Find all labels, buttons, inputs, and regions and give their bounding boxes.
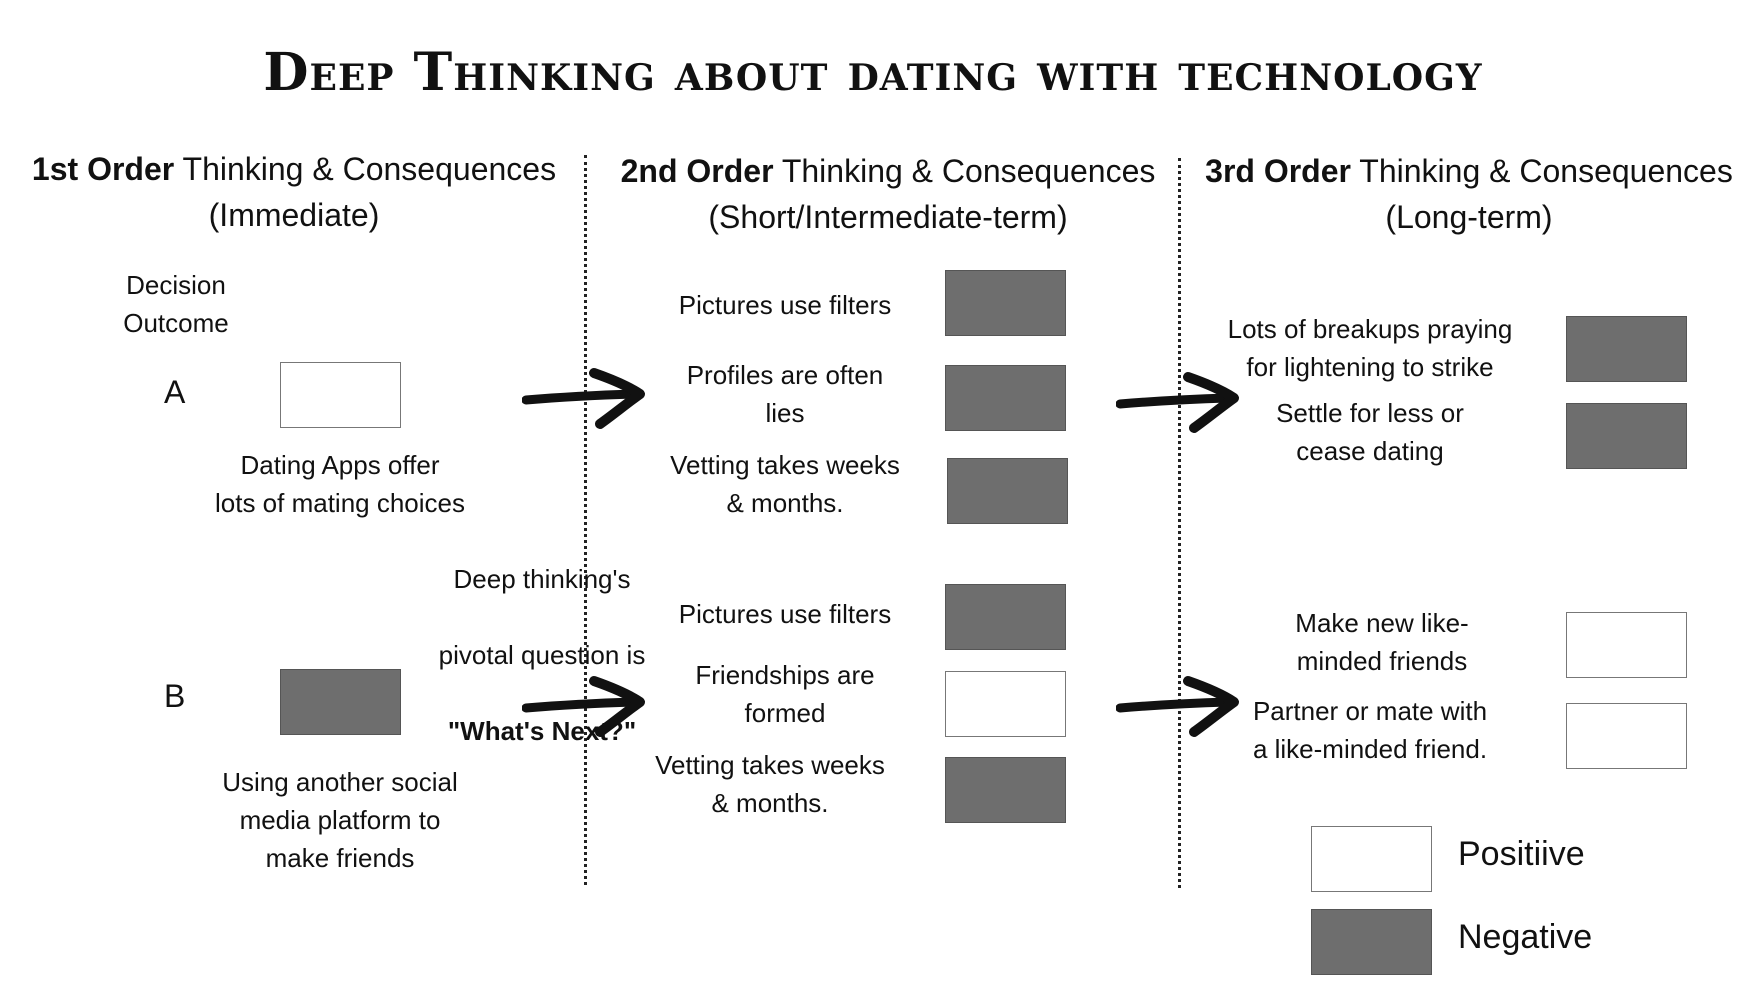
- arrow-a-to-third-order: [1116, 368, 1241, 434]
- column-rest-label: Thinking & Consequences: [773, 153, 1156, 189]
- column-header-2nd-order: 2nd Order Thinking & Consequences (Short…: [608, 148, 1168, 240]
- pivotal-question-line-1: Deep thinking's: [453, 564, 631, 594]
- pivotal-question-line-2: pivotal question is: [438, 640, 646, 670]
- column-rest-label: Thinking & Consequences: [174, 151, 557, 187]
- second-order-a-item-1-text: Pictures use filters: [678, 290, 892, 320]
- decision-letter-b: B: [164, 678, 186, 714]
- column-term-label: (Short/Intermediate-term): [708, 199, 1068, 235]
- column-header-1st-order: 1st Order Thinking & Consequences (Immed…: [10, 146, 578, 238]
- decision-a-description: Dating Apps offer lots of mating choices: [214, 450, 465, 518]
- third-order-b-item-1-box: [1566, 612, 1687, 678]
- second-order-b-item-1-box: [945, 584, 1066, 650]
- arrow-b-to-second-order: [522, 672, 647, 738]
- third-order-b-item-1-text: Make new like- minded friends: [1295, 608, 1469, 676]
- legend-negative-swatch: [1311, 909, 1432, 975]
- decision-b-description: Using another social media platform to m…: [222, 767, 458, 873]
- pivotal-question-emphasis: "What's Next?": [447, 716, 637, 746]
- second-order-b-item-3-box: [945, 757, 1066, 823]
- second-order-b-item-2-text: Friendships are formed: [695, 660, 875, 728]
- third-order-a-item-1-text: Lots of breakups praying for lightening …: [1227, 314, 1513, 382]
- arrow-b-to-third-order: [1116, 672, 1241, 738]
- column-rest-label: Thinking & Consequences: [1350, 153, 1733, 189]
- second-order-a-item-2-text: Profiles are often lies: [686, 360, 884, 428]
- pivotal-question: Deep thinking's pivotal question is "Wha…: [412, 522, 672, 788]
- third-order-a-item-2-box: [1566, 403, 1687, 469]
- column-order-label: 1st Order: [31, 151, 175, 187]
- page-title: Deep Thinking about dating with technolo…: [263, 42, 1483, 103]
- second-order-b-item-1-text: Pictures use filters: [678, 599, 892, 629]
- third-order-b-item-2-box: [1566, 703, 1687, 769]
- second-order-a-item-3-box: [947, 458, 1068, 524]
- legend-positive-swatch: [1311, 826, 1432, 892]
- column-term-label: (Long-term): [1385, 199, 1553, 235]
- third-order-a-item-2-text: Settle for less or cease dating: [1276, 398, 1464, 466]
- second-order-a-item-1-box: [945, 270, 1066, 336]
- column-term-label: (Immediate): [208, 197, 380, 233]
- second-order-b-item-3-text: Vetting takes weeks & months.: [655, 750, 885, 818]
- column-order-label: 2nd Order: [620, 153, 774, 189]
- second-order-a-item-2-box: [945, 365, 1066, 431]
- decision-a-outcome-box: [280, 362, 401, 428]
- arrow-a-to-second-order: [522, 364, 647, 430]
- decision-outcome-label: Decision Outcome: [123, 270, 229, 338]
- second-order-a-item-3-text: Vetting takes weeks & months.: [670, 450, 900, 518]
- decision-letter-a: A: [164, 374, 186, 410]
- legend-negative-label: Negative: [1458, 918, 1593, 956]
- second-order-b-item-2-box: [945, 671, 1066, 737]
- legend-positive-label: Positiive: [1458, 835, 1585, 873]
- decision-b-outcome-box: [280, 669, 401, 735]
- third-order-b-item-2-text: Partner or mate with a like-minded frien…: [1252, 696, 1488, 764]
- column-header-3rd-order: 3rd Order Thinking & Consequences (Long-…: [1193, 148, 1745, 240]
- column-divider-2: [1178, 158, 1181, 888]
- column-divider-1: [584, 155, 587, 885]
- column-order-label: 3rd Order: [1205, 153, 1351, 189]
- third-order-a-item-1-box: [1566, 316, 1687, 382]
